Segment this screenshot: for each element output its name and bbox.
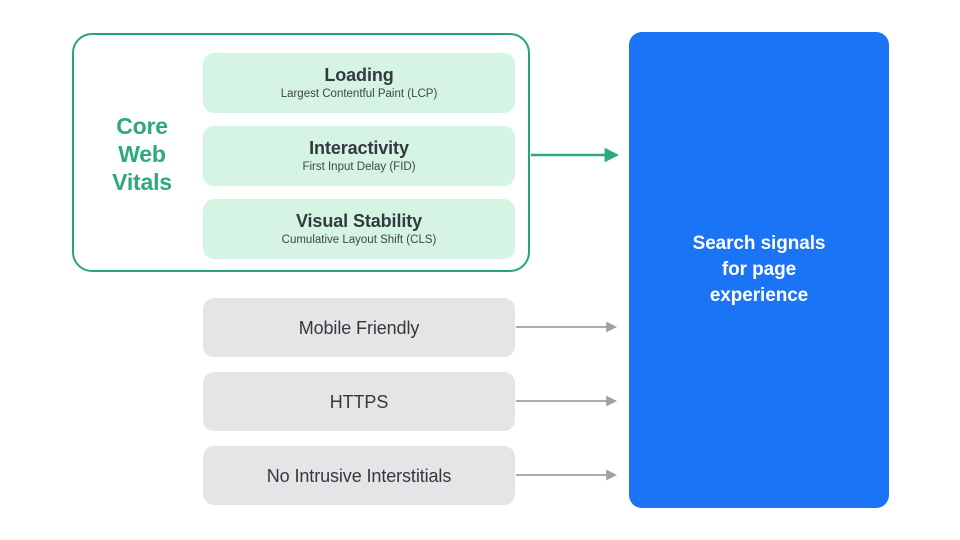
search-signals-line-2: for page: [721, 259, 797, 280]
vital-card-subtitle: Largest Contentful Paint (LCP): [280, 88, 438, 100]
vital-card-title: Interactivity: [309, 138, 409, 158]
signal-card-label: Mobile Friendly: [298, 317, 420, 338]
signal-card-mobile-friendly[interactable]: Mobile Friendly: [203, 298, 515, 357]
vital-card-subtitle: Cumulative Layout Shift (CLS): [281, 234, 437, 246]
signal-card-label: HTTPS: [329, 391, 389, 412]
core-web-vitals-label: Core Web Vitals: [96, 112, 188, 196]
vital-card-title: Loading: [324, 65, 394, 85]
vital-card-visual-stability[interactable]: Visual Stability Cumulative Layout Shift…: [203, 199, 515, 259]
search-signals-panel: Search signals for page experience: [629, 32, 889, 508]
core-web-vitals-label-line-3: Vitals: [112, 169, 172, 195]
core-web-vitals-group: [72, 33, 530, 272]
core-web-vitals-label-line-2: Web: [118, 141, 166, 167]
search-signals-panel-text: Search signals for page experience: [654, 231, 864, 309]
signal-card-no-intrusive-interstitials[interactable]: No Intrusive Interstitials: [203, 446, 515, 505]
core-web-vitals-label-line-1: Core: [116, 113, 168, 139]
vital-card-loading[interactable]: Loading Largest Contentful Paint (LCP): [203, 53, 515, 113]
search-signals-line-1: Search signals: [692, 233, 826, 254]
vital-card-title: Visual Stability: [295, 211, 423, 231]
vital-card-interactivity[interactable]: Interactivity First Input Delay (FID): [203, 126, 515, 186]
vital-card-subtitle: First Input Delay (FID): [302, 161, 416, 173]
signal-card-https[interactable]: HTTPS: [203, 372, 515, 431]
signal-card-label: No Intrusive Interstitials: [266, 465, 452, 486]
search-signals-line-3: experience: [709, 285, 809, 306]
